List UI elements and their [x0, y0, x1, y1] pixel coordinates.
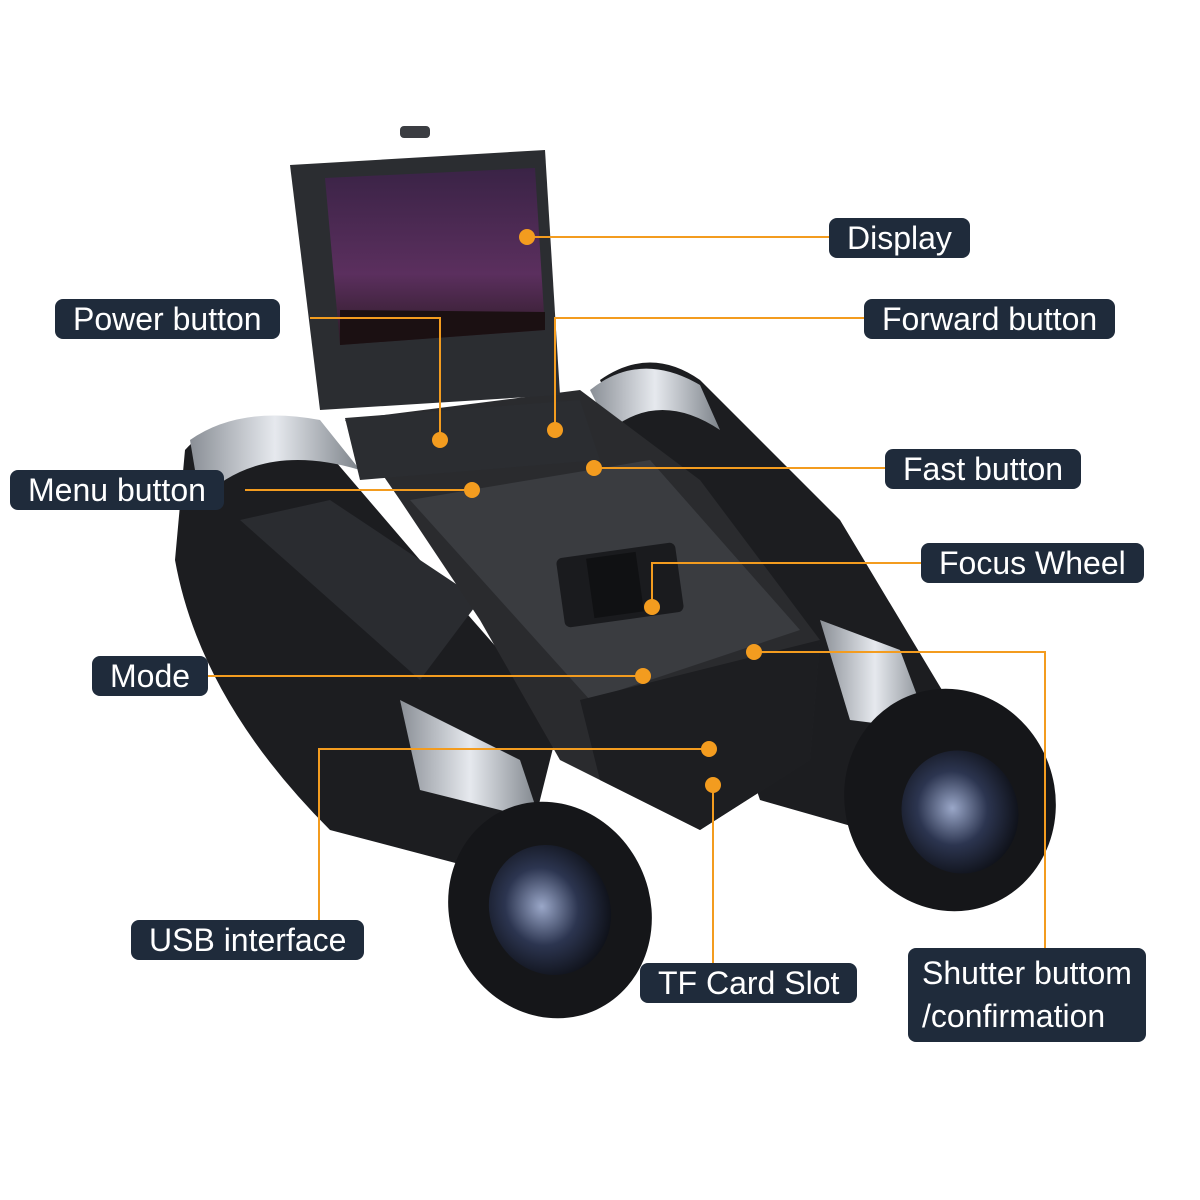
leader-lines	[208, 236, 1046, 963]
callout-shutter-line2: /confirmation	[922, 998, 1106, 1034]
callout-shutter-button: Shutter buttom /confirmation	[908, 948, 1146, 1042]
callout-forward-button: Forward button	[864, 299, 1116, 339]
callout-fast-button: Fast button	[885, 449, 1082, 489]
callout-shutter-line1: Shutter buttom	[922, 955, 1132, 991]
central-body	[345, 390, 820, 830]
callout-tf-card-slot: TF Card Slot	[640, 963, 858, 1003]
callout-power-button: Power button	[55, 299, 280, 339]
callout-mode: Mode	[92, 656, 209, 696]
callout-display: Display	[829, 218, 970, 258]
left-barrel	[175, 415, 652, 1019]
callout-menu-button: Menu button	[10, 470, 224, 510]
leader-dots	[432, 229, 762, 793]
callout-usb-interface: USB interface	[131, 920, 365, 960]
flip-display	[290, 126, 600, 480]
callout-focus-wheel: Focus Wheel	[921, 543, 1144, 583]
